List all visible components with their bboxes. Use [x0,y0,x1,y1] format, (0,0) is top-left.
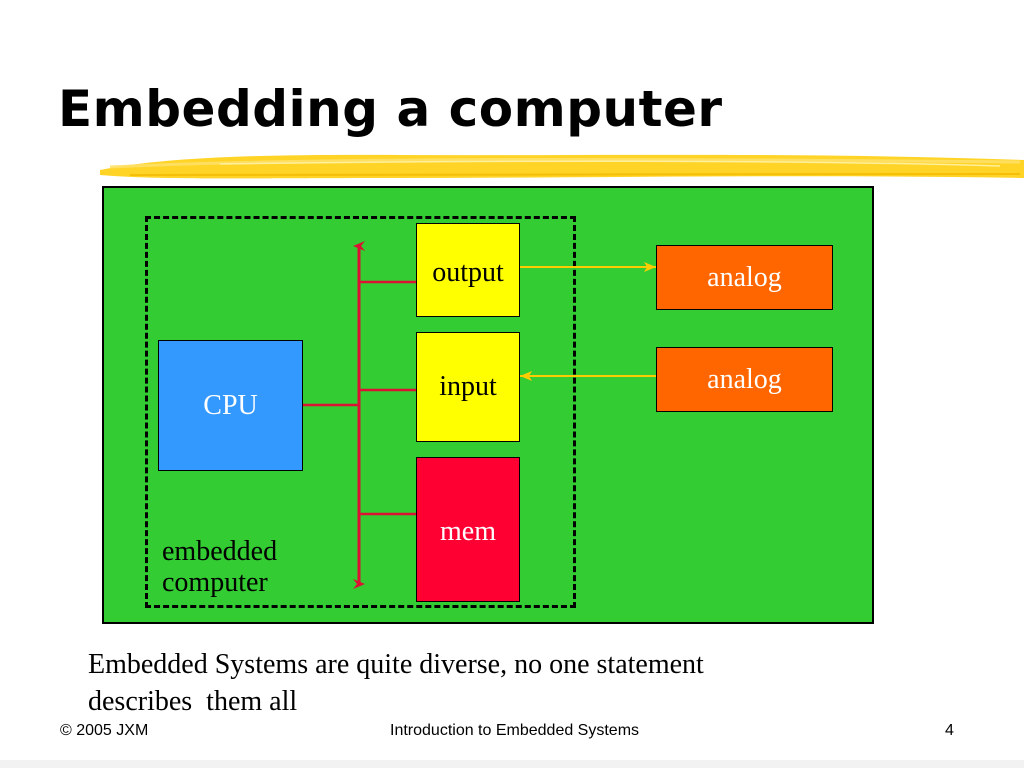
analog-box-top: analog [656,245,833,310]
bottom-band [0,760,1024,768]
slide-title: Embedding a computer [58,80,723,138]
embedded-computer-label: embedded computer [162,536,277,598]
mem-label: mem [440,516,496,547]
output-label: output [432,257,504,288]
output-box: output [416,223,520,317]
highlighter-stroke [100,154,1024,179]
footer-copyright: © 2005 JXM [60,722,149,739]
embedded-computer-boundary [145,216,576,608]
input-label: input [439,371,497,402]
analog-top-label: analog [707,261,782,293]
caption-line2: describes them all [88,686,298,717]
cpu-box: CPU [158,340,303,471]
cpu-label: CPU [203,389,258,421]
mem-box: mem [416,457,520,602]
embedded-label-line1: embedded [162,536,278,567]
footer-course-title: Introduction to Embedded Systems [390,722,640,739]
caption-line1: Embedded Systems are quite diverse, no o… [88,649,704,680]
analog-box-bottom: analog [656,347,833,412]
footer-page-number: 4 [945,722,954,739]
analog-bottom-label: analog [707,363,782,395]
embedded-label-line2: computer [162,567,268,598]
input-box: input [416,332,520,442]
slide-caption: Embedded Systems are quite diverse, no o… [88,646,908,720]
